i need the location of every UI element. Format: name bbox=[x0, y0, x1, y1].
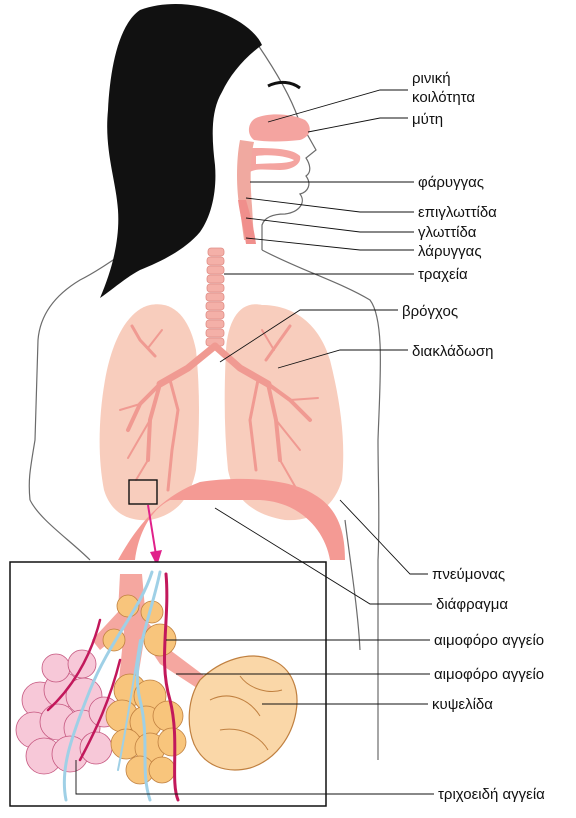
label-blood-vessel-1: αιμοφόρο αγγείο bbox=[434, 632, 544, 649]
label-pharynx: φάρυγγας bbox=[418, 174, 484, 191]
left-lung bbox=[100, 304, 199, 520]
label-lung: πνεύμονας bbox=[432, 566, 505, 583]
label-trachea: τραχεία bbox=[418, 266, 468, 283]
label-branching: διακλάδωση bbox=[412, 343, 493, 360]
label-bronchus: βρόγχος bbox=[402, 303, 458, 320]
label-nasal-cavity-line2: κοιλότητα bbox=[412, 89, 475, 106]
label-epiglottis: επιγλωττίδα bbox=[418, 204, 497, 221]
label-capillaries: τριχοειδή αγγεία bbox=[438, 786, 545, 803]
label-blood-vessel-2: αιμοφόρο αγγείο bbox=[434, 666, 544, 683]
label-glottis: γλωττίδα bbox=[418, 224, 477, 241]
label-nasal-cavity-line1: ρινική bbox=[412, 70, 451, 87]
trachea bbox=[206, 248, 224, 346]
label-diaphragm: διάφραγμα bbox=[436, 596, 508, 613]
label-nose: μύτη bbox=[412, 111, 443, 128]
hair bbox=[100, 4, 262, 298]
labels: ρινική κοιλότητα μύτη φάρυγγας επιγλωττί… bbox=[402, 70, 545, 803]
label-alveolus: κυψελίδα bbox=[432, 696, 493, 713]
label-larynx: λάρυγγας bbox=[418, 243, 482, 260]
